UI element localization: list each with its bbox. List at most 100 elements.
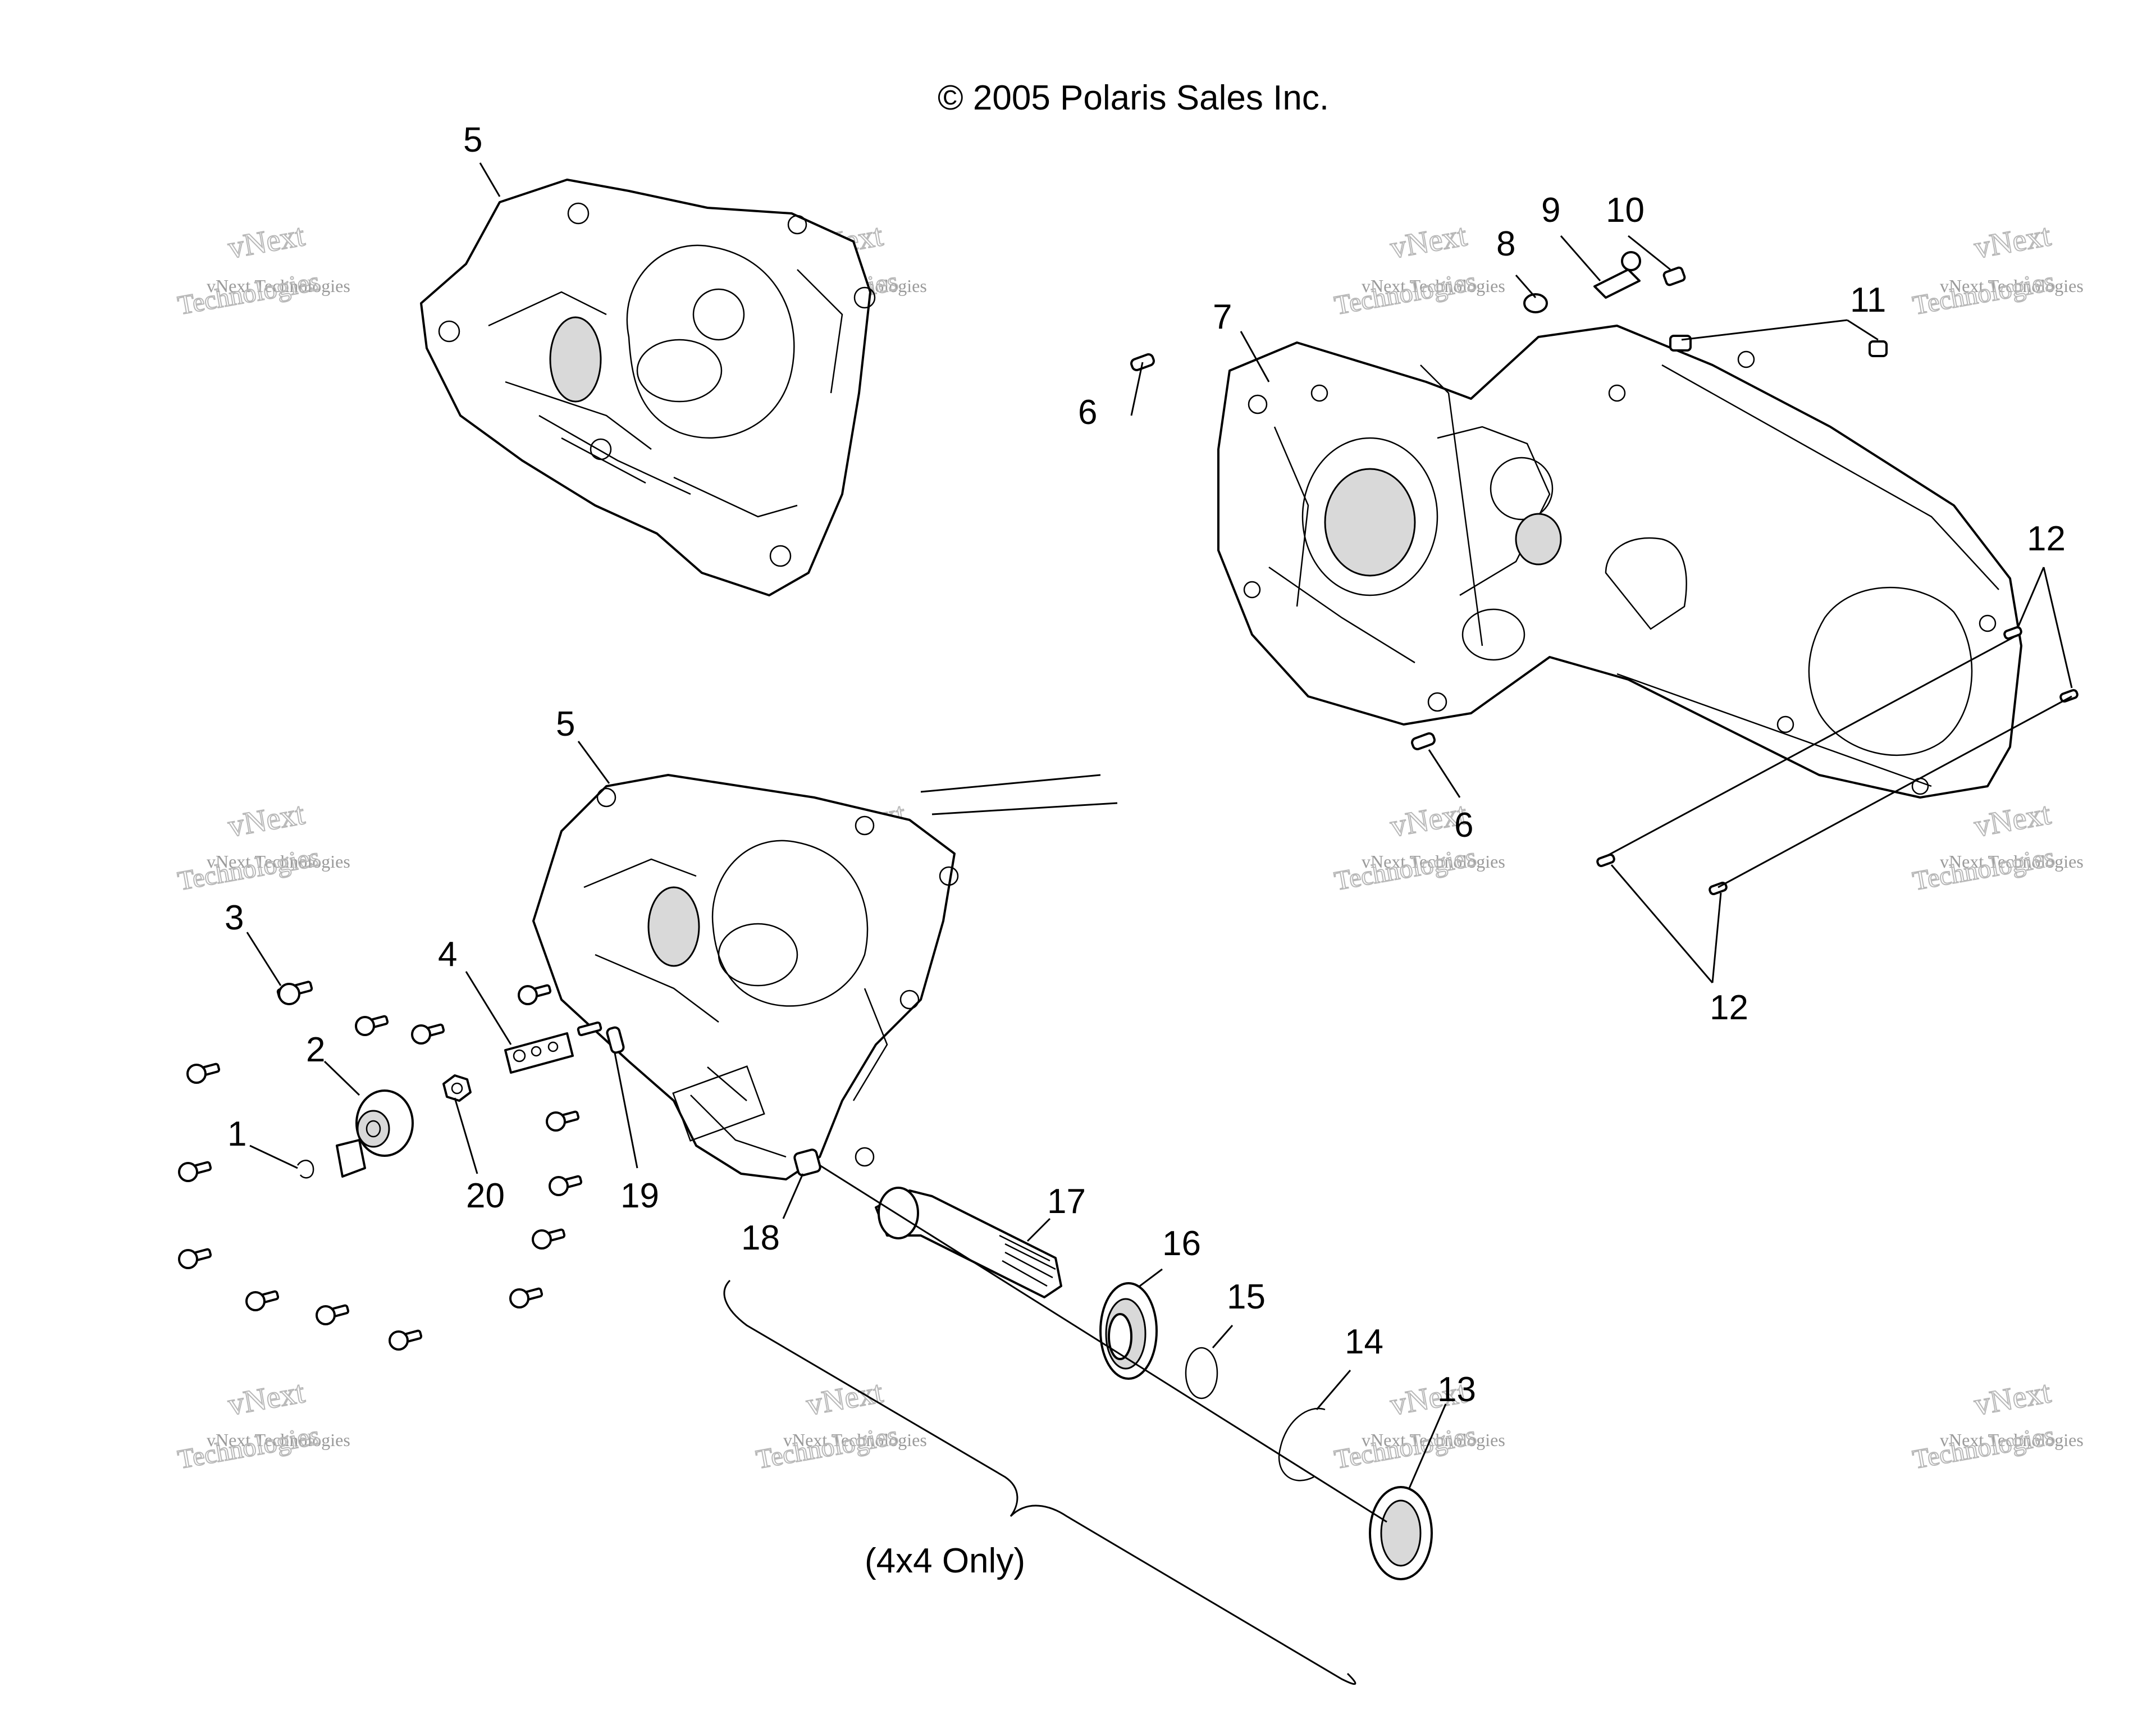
watermark-bottom-center: vNext vNext Technologies Technologies bbox=[753, 1374, 927, 1475]
callout-12-lower: 12 bbox=[1710, 988, 1748, 1027]
watermark-caption: vNext Technologies bbox=[1940, 851, 2084, 872]
pin-19 bbox=[606, 1026, 625, 1054]
watermark-top-left: vNext vNext Technologies Technologies bbox=[175, 217, 350, 321]
note-4x4-only: (4x4 Only) bbox=[865, 1542, 1025, 1580]
watermark-bottom-right-a: vNext vNext Technologies Technologies bbox=[1332, 1374, 1505, 1475]
bolt-mid-8 bbox=[577, 1021, 602, 1037]
bolt-3 bbox=[276, 981, 313, 1005]
o-ring-15 bbox=[1185, 1347, 1218, 1399]
watermark-brand: vNext bbox=[1387, 218, 1469, 266]
watermark-top-right-b: vNext vNext Technologies Technologies bbox=[1910, 217, 2084, 321]
watermark-tech: Technologies bbox=[754, 1420, 901, 1475]
watermark-caption: vNext Technologies bbox=[1940, 276, 2084, 296]
watermark-brand: vNext bbox=[803, 1375, 885, 1422]
dowel-12b bbox=[2059, 689, 2079, 703]
bolt-left-2 bbox=[178, 1161, 212, 1182]
bolt-mid-6 bbox=[532, 1228, 566, 1250]
bearing-16 bbox=[1099, 1282, 1158, 1380]
watermark-caption: vNext Technologies bbox=[207, 1430, 350, 1450]
watermark-mid-right-b: vNext vNext Technologies Technologies bbox=[1910, 796, 2084, 897]
callout-19: 19 bbox=[620, 1177, 659, 1215]
callout-18: 18 bbox=[741, 1219, 780, 1257]
watermark-brand: vNext bbox=[1971, 1375, 2053, 1422]
dowel-12c bbox=[1596, 853, 1615, 868]
watermark-brand: vNext bbox=[225, 796, 307, 844]
plug-11b bbox=[1869, 340, 1888, 357]
watermark-brand: vNext bbox=[1971, 218, 2053, 266]
bolt-mid-3 bbox=[518, 984, 552, 1005]
callout-12-upper: 12 bbox=[2027, 519, 2066, 558]
bolt-left-5 bbox=[316, 1304, 350, 1325]
watermark-mid-right-a: vNext vNext Technologies Technologies bbox=[1332, 796, 1505, 897]
watermark-tech: Technologies bbox=[1911, 1420, 2057, 1475]
callout-17: 17 bbox=[1047, 1182, 1086, 1221]
watermark-caption: vNext Technologies bbox=[783, 1430, 927, 1450]
bolt-mid-7 bbox=[509, 1287, 543, 1308]
bolt-left-3 bbox=[178, 1248, 212, 1269]
watermark-caption: vNext Technologies bbox=[207, 276, 350, 296]
vent-fitting bbox=[1593, 251, 1641, 299]
watermark-tech: Technologies bbox=[1332, 266, 1479, 321]
bolt-left-6 bbox=[389, 1329, 423, 1351]
snap-ring-14 bbox=[1278, 1407, 1326, 1481]
bolt-mid-5 bbox=[549, 1175, 583, 1196]
watermark-tech: Technologies bbox=[1911, 842, 2057, 896]
callout-8: 8 bbox=[1496, 225, 1515, 263]
pinion-shaft-17 bbox=[875, 1187, 1062, 1298]
bolt-left-4 bbox=[245, 1290, 280, 1311]
gearcase-upper bbox=[420, 179, 876, 596]
watermark-caption: vNext Technologies bbox=[1940, 1430, 2084, 1450]
callout-3: 3 bbox=[225, 899, 244, 937]
bracket-2 bbox=[336, 1089, 414, 1178]
main-case bbox=[1217, 325, 2022, 799]
watermark-tech: Technologies bbox=[176, 266, 322, 321]
watermark-caption: vNext Technologies bbox=[1362, 851, 1505, 872]
dowel-pin-lower bbox=[1411, 732, 1436, 750]
watermark-tech: Technologies bbox=[1911, 266, 2057, 321]
watermark-tech: Technologies bbox=[1332, 842, 1479, 896]
callout-1: 1 bbox=[227, 1115, 246, 1153]
bolt-mid-1 bbox=[355, 1015, 389, 1036]
clip-1 bbox=[296, 1160, 314, 1179]
bushing-18 bbox=[793, 1148, 821, 1177]
callout-9: 9 bbox=[1541, 191, 1560, 230]
watermark-mid-left: vNext vNext Technologies Technologies bbox=[175, 796, 350, 897]
callout-20: 20 bbox=[466, 1177, 505, 1215]
watermark-tech: Technologies bbox=[1332, 1420, 1479, 1475]
watermark-brand: vNext bbox=[225, 1375, 307, 1422]
plug-11a bbox=[1669, 335, 1692, 352]
callout-4: 4 bbox=[438, 935, 457, 974]
bracket-4x4 bbox=[723, 1279, 1356, 1685]
watermark-top-right-a: vNext vNext Technologies Technologies bbox=[1332, 217, 1505, 321]
callout-2: 2 bbox=[306, 1031, 325, 1069]
seal-13 bbox=[1369, 1486, 1433, 1580]
watermark-bottom-right-b: vNext vNext Technologies Technologies bbox=[1910, 1374, 2084, 1475]
callout-13: 13 bbox=[1437, 1370, 1476, 1409]
callout-5-upper: 5 bbox=[463, 121, 482, 159]
plug-10 bbox=[1662, 266, 1686, 286]
watermark-brand: vNext bbox=[225, 218, 307, 266]
callout-6-lower: 6 bbox=[1454, 806, 1473, 845]
callout-14: 14 bbox=[1345, 1323, 1383, 1361]
watermark-caption: vNext Technologies bbox=[1362, 276, 1505, 296]
o-ring bbox=[1523, 293, 1548, 313]
watermark-caption: vNext Technologies bbox=[207, 851, 350, 872]
watermark-tech: Technologies bbox=[176, 1420, 322, 1475]
gearcase-lower bbox=[532, 774, 1118, 1180]
nut-20 bbox=[442, 1074, 472, 1102]
watermark-bottom-left: vNext vNext Technologies Technologies bbox=[175, 1374, 350, 1475]
callout-16: 16 bbox=[1162, 1224, 1201, 1263]
bolt-mid-4 bbox=[546, 1110, 580, 1132]
watermark-tech: Technologies bbox=[176, 842, 322, 896]
callout-5-lower: 5 bbox=[556, 705, 575, 744]
copyright-text: © 2005 Polaris Sales Inc. bbox=[938, 79, 1329, 117]
watermark-brand: vNext bbox=[1971, 796, 2053, 844]
callout-11: 11 bbox=[1850, 281, 1886, 320]
bolt-mid-2 bbox=[411, 1023, 445, 1045]
callout-10: 10 bbox=[1606, 191, 1645, 230]
guide-4 bbox=[504, 1032, 574, 1074]
callout-6-upper: 6 bbox=[1078, 393, 1097, 432]
callout-15: 15 bbox=[1227, 1278, 1266, 1316]
bolt-left-1 bbox=[186, 1063, 221, 1084]
